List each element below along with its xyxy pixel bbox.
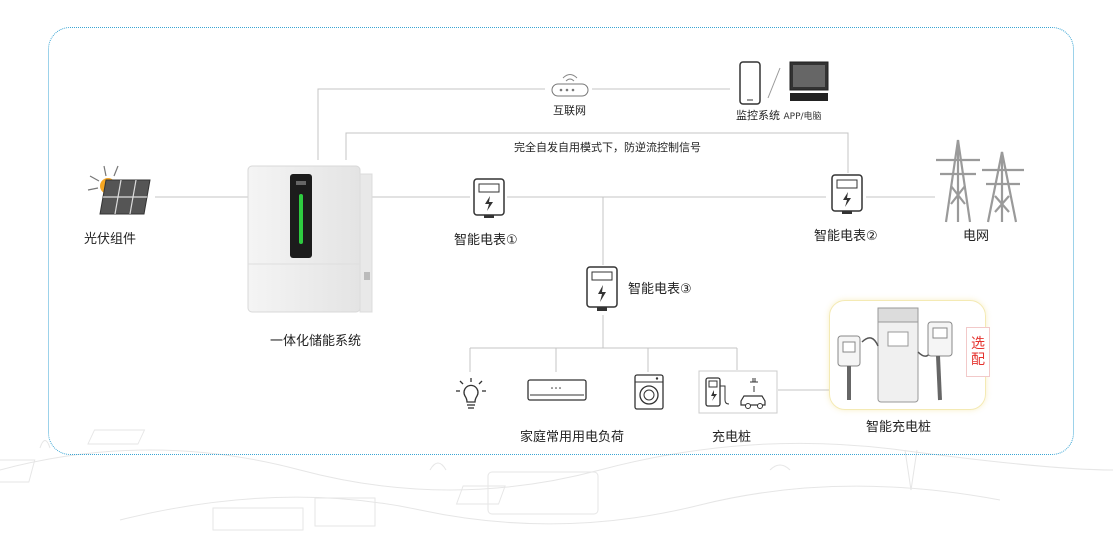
air-conditioner-icon [527,379,587,401]
smart-meter-icon [473,178,505,218]
ev-charger-station-icon [837,307,953,403]
sun-solar-panel-icon [87,165,151,215]
meter2-label: 智能电表② [814,229,878,244]
ess-cabinet-icon [247,165,373,313]
smart-meter-icon [586,266,618,311]
light-bulb-icon [456,378,486,409]
ess-label: 一体化储能系统 [270,334,362,349]
household-load-label: 家庭常用用电负荷 [520,430,625,445]
meter3-label: 智能电表③ [628,282,692,297]
meter1-label: 智能电表① [454,233,518,248]
monitoring-sub: APP/电脑 [783,112,822,122]
power-tower-icon [936,139,1024,223]
slash-divider [767,67,781,99]
pv-modules-label: 光伏组件 [84,232,137,247]
charging-pile-label: 充电桩 [712,430,752,445]
monitoring-system: 监控系统 [736,109,780,122]
optional-badge: 选配 [966,327,990,377]
ev-charging-icon [698,370,778,414]
internet-label: 互联网 [553,104,586,117]
control-signal-note: 完全自发自用模式下，防逆流控制信号 [514,141,701,154]
smart-charger-label: 智能充电桩 [866,420,932,435]
monitoring-label: 监控系统 APP/电脑 [736,107,822,123]
smart-meter-icon [831,174,863,214]
router-icon [551,74,589,97]
system-frame [48,27,1074,455]
grid-label: 电网 [963,229,990,244]
washing-machine-icon [634,374,664,410]
phone-icon [739,61,761,105]
monitor-icon [789,61,829,101]
